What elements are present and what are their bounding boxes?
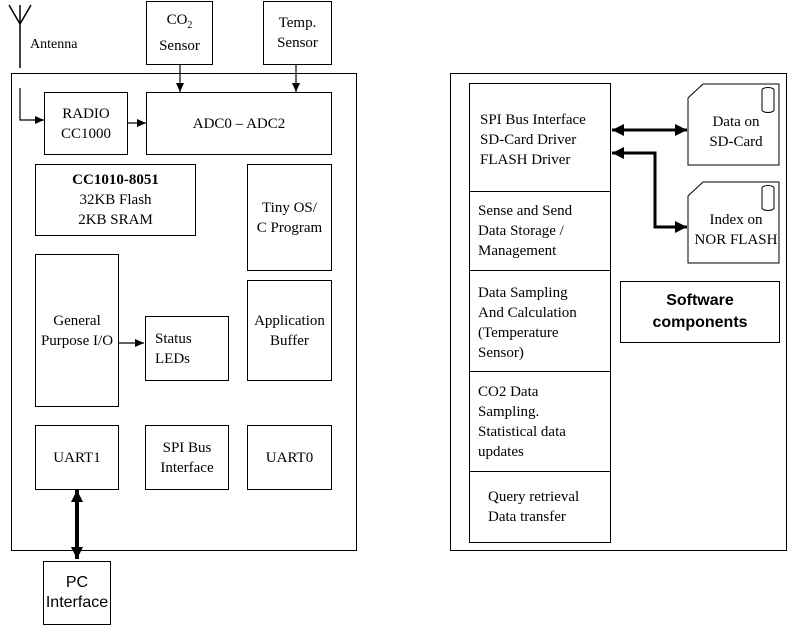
app-buffer-box xyxy=(247,280,332,381)
spi-label: SPI Bus Interface xyxy=(160,439,214,476)
antenna-icon xyxy=(8,4,32,68)
pc-interface-label: PC Interface xyxy=(45,574,109,611)
mcu-label: CC1010-8051 32KB Flash 2KB SRAM xyxy=(72,172,159,228)
software-frame xyxy=(450,73,787,551)
uart1-label: UART1 xyxy=(53,449,101,466)
uart0-box xyxy=(247,425,332,490)
software-row-sense: Sense and Send Data Storage / Management xyxy=(478,203,573,259)
leds-box xyxy=(145,316,229,381)
hardware-frame xyxy=(11,73,357,551)
software-row-query: Query retrieval Data transfer xyxy=(488,489,580,525)
software-stack xyxy=(469,83,611,543)
software-divider xyxy=(469,371,611,372)
nor-flash-icon xyxy=(687,181,780,264)
software-title: Software components xyxy=(652,292,748,331)
software-row-sampling: Data Sampling And Calculation (Temperatu… xyxy=(478,285,577,361)
pc-interface-box xyxy=(43,561,111,625)
software-row-co2: CO2 Data Sampling. Statistical data upda… xyxy=(478,384,566,460)
software-divider xyxy=(469,471,611,472)
antenna-label: Antenna xyxy=(30,37,78,52)
uart0-label: UART0 xyxy=(265,449,314,466)
sd-card-icon xyxy=(687,83,780,166)
uart1-box xyxy=(35,425,119,490)
os-label: Tiny OS/ C Program xyxy=(256,199,323,236)
radio-box xyxy=(44,92,128,155)
radio-label: RADIO CC1000 xyxy=(60,105,111,142)
software-row-spi: SPI Bus Interface SD-Card Driver FLASH D… xyxy=(480,112,586,168)
software-title-box xyxy=(620,281,780,343)
nor-flash-label: Index on NOR FLASH xyxy=(694,212,778,248)
adc-box xyxy=(146,92,332,155)
app-buffer-label: Application Buffer xyxy=(254,312,325,349)
os-box xyxy=(247,164,332,271)
adc-label: ADC0 – ADC2 xyxy=(192,115,286,132)
sd-card-label: Data on SD-Card xyxy=(709,114,763,150)
temp-sensor-box xyxy=(263,1,332,65)
co2-sensor-box xyxy=(146,1,213,65)
software-divider xyxy=(469,191,611,192)
spi-box xyxy=(145,425,229,490)
gpio-box xyxy=(35,254,119,407)
temp-sensor-label: Temp. Sensor xyxy=(277,15,318,51)
co2-sensor-label: CO2 Sensor xyxy=(159,12,200,54)
gpio-label: General Purpose I/O xyxy=(40,312,114,349)
mcu-box xyxy=(35,164,196,236)
software-divider xyxy=(469,270,611,271)
leds-label: Status LEDs xyxy=(155,330,192,367)
